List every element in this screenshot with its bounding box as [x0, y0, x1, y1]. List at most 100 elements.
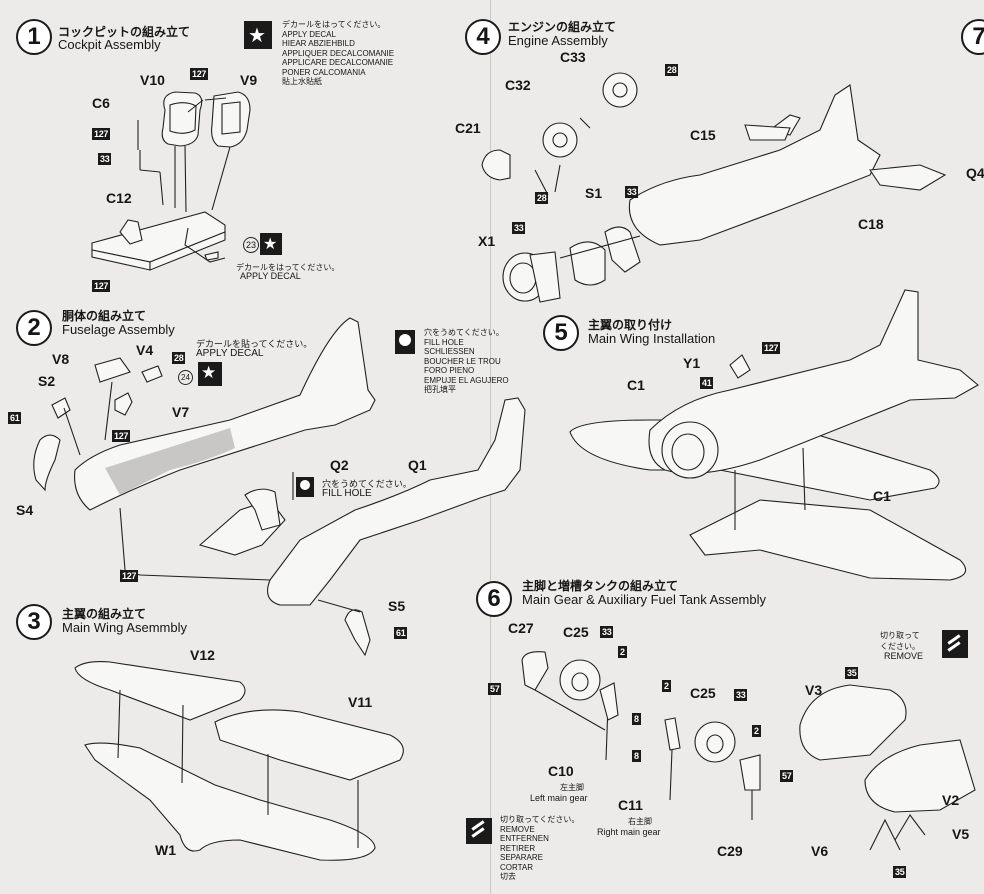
part-number-28: 28	[665, 64, 679, 76]
remove-notice-line-6: CORTAR	[500, 862, 534, 872]
cockpit-assembly-art	[91, 91, 251, 271]
fill-hole-icon	[395, 330, 415, 354]
decal-icon: ★	[260, 233, 282, 255]
part-number-61: 61	[394, 627, 408, 639]
decal-notice-line-4: APPLIQUER DECALCOMANIE	[282, 48, 395, 58]
c10-note-jp: 左主脚	[560, 783, 584, 792]
part-label-v12: V12	[190, 647, 215, 663]
part-number-35: 35	[893, 866, 907, 878]
part-label-c29: C29	[717, 843, 743, 859]
step-7-number: 7	[961, 19, 984, 55]
step-2-number: 2	[16, 310, 52, 346]
decal-notice-line-6: PONER CALCOMANIA	[282, 67, 366, 77]
step-6-title-jp: 主脚と増槽タンクの組み立て	[522, 579, 679, 593]
step-2-title-en: Fuselage Assembly	[62, 322, 175, 337]
part-label-c27: C27	[508, 620, 534, 636]
part-number-33: 33	[734, 689, 748, 701]
part-label-c1: C1	[873, 488, 891, 504]
fill-hole-icon	[296, 477, 314, 497]
part-number-33: 33	[600, 626, 614, 638]
c11-note-jp: 右主脚	[628, 817, 652, 826]
part-number-61: 61	[8, 412, 22, 424]
fill-hole-notice-line-6: EMPUJE EL AGUJERO	[424, 375, 509, 385]
remove-notice-line-5: SEPARARE	[500, 853, 543, 862]
remove-small-jp-2: ください。	[880, 642, 920, 651]
part-label-c1: C1	[627, 377, 645, 393]
step-1-title-en: Cockpit Assembly	[58, 37, 161, 52]
part-label-c21: C21	[455, 120, 481, 136]
part-label-c33: C33	[560, 49, 586, 65]
step-5-title-jp: 主翼の取り付け	[588, 318, 673, 332]
part-label-s1: S1	[585, 185, 603, 201]
remove-notice-line-1: 切り取ってください。	[500, 815, 580, 824]
part-label-v11: V11	[348, 694, 373, 710]
step-3-title-en: Main Wing Asemmbly	[62, 620, 187, 635]
c11-note-en: Right main gear	[597, 827, 661, 837]
fill-hole-notice-line-5: FORO PIENO	[424, 366, 475, 375]
step-6-title-en: Main Gear & Auxiliary Fuel Tank Assembly	[522, 592, 766, 607]
step-3-number: 3	[16, 604, 52, 640]
decal-23-marker: 23	[243, 237, 259, 253]
part-label-s2: S2	[38, 373, 56, 389]
part-number-33: 33	[512, 222, 526, 234]
part-number-57: 57	[780, 770, 794, 782]
part-number-28: 28	[535, 192, 549, 204]
step-2-title-jp: 胴体の組み立て	[62, 309, 147, 323]
step-3-title-jp: 主翼の組み立て	[62, 607, 147, 621]
part-label-s5: S5	[388, 598, 406, 614]
part-label-c15: C15	[690, 127, 716, 143]
fill-hole-notice-line-7: 把孔填平	[424, 385, 456, 394]
fill-hole-jp: 穴をうめてください。	[322, 480, 412, 490]
c10-note-en: Left main gear	[530, 793, 588, 803]
part-label-v3: V3	[805, 682, 823, 698]
part-label-v5: V5	[952, 826, 970, 842]
part-number-2: 2	[662, 680, 671, 692]
fill-hole-notice-line-3: SCHLIESSEN	[424, 347, 475, 356]
part-label-c32: C32	[505, 77, 531, 93]
step-5-title-en: Main Wing Installation	[588, 331, 716, 346]
decal-notice-line-2: APPLY DECAL	[282, 29, 336, 39]
main-gear-fuel-tank-art	[521, 651, 976, 851]
remove-small-en: REMOVE	[884, 651, 924, 661]
part-number-33: 33	[98, 153, 112, 165]
step-4-title-en: Engine Assembly	[508, 33, 608, 48]
part-number-127: 127	[762, 342, 781, 354]
remove-icon	[466, 818, 492, 844]
part-number-41: 41	[700, 377, 714, 389]
part-label-q1: Q1	[408, 457, 427, 473]
decal-notice-line-5: APPLICARE DECALCOMANIE	[282, 58, 394, 67]
remove-notice-line-4: RETIRER	[500, 843, 536, 853]
remove-notice-line-3: ENTFERNEN	[500, 834, 549, 843]
part-number-2: 2	[752, 725, 761, 737]
decal-notice-line-3: HIEAR ABZIEHBILD	[282, 39, 355, 48]
main-wing-installation-art	[569, 289, 979, 581]
part-number-57: 57	[488, 683, 502, 695]
fill-hole-notice-text: 穴をうめてください。 FILL HOLE SCHLIESSEN BOUCHER …	[424, 328, 509, 395]
main-wing-assembly-art	[74, 661, 404, 861]
decal-icon: ★	[244, 21, 272, 49]
decal-24-jp: デカールを貼ってください。	[196, 340, 313, 350]
part-label-w1: W1	[155, 842, 176, 858]
part-number-127: 127	[112, 430, 131, 442]
remove-small-jp-1: 切り取って	[880, 631, 920, 640]
engine-assembly-art	[481, 72, 947, 303]
decal-notice-line-1: デカールをはってください。	[282, 20, 386, 29]
part-label-c25: C25	[690, 685, 716, 701]
part-number-28: 28	[172, 352, 186, 364]
step-1-number: 1	[16, 19, 52, 55]
fill-hole-en: FILL HOLE	[322, 488, 372, 499]
part-label-v4: V4	[136, 342, 154, 358]
decal-notice-line-7: 貼上水貼紙	[282, 77, 322, 86]
part-label-s4: S4	[16, 502, 34, 518]
part-label-c18: C18	[858, 216, 884, 232]
part-number-33: 33	[625, 186, 639, 198]
part-label-q2: Q2	[330, 457, 349, 473]
part-number-127: 127	[92, 128, 111, 140]
part-label-v10: V10	[140, 72, 165, 88]
part-number-127: 127	[190, 68, 209, 80]
remove-notice-line-7: 切去	[500, 872, 516, 881]
part-label-v8: V8	[52, 351, 70, 367]
step-1-title-jp: コックピットの組み立て	[58, 25, 191, 39]
remove-notice-line-2: REMOVE	[500, 824, 535, 834]
